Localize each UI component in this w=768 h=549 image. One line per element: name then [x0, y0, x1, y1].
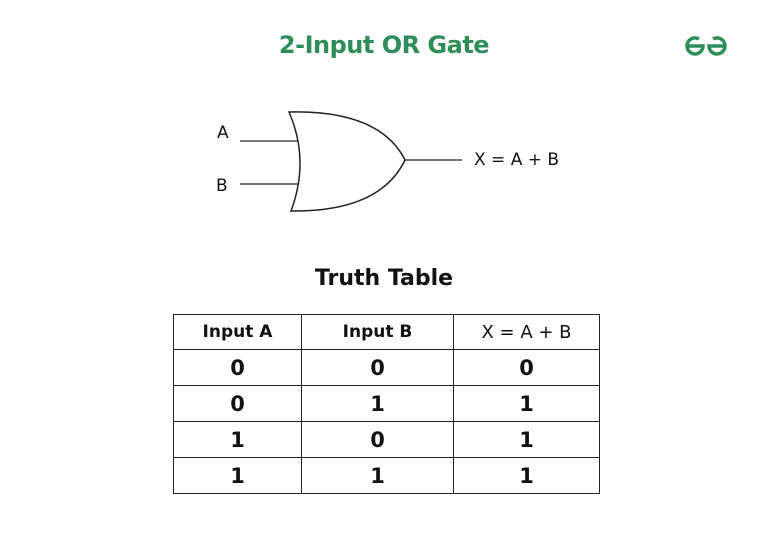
cell: 0	[301, 349, 454, 386]
table-header-row: Input A Input B X = A + B	[173, 314, 600, 350]
output-label: X = A + B	[474, 150, 560, 170]
cell: 0	[301, 421, 454, 458]
cell: 0	[173, 385, 302, 422]
input-a-label: A	[217, 123, 229, 143]
or-gate-symbol	[287, 111, 406, 212]
input-b-label: B	[216, 176, 228, 196]
truth-table-title: Truth Table	[314, 266, 454, 291]
header-output: X = A + B	[453, 314, 600, 350]
cell: 1	[173, 457, 302, 494]
or-gate-diagram	[240, 111, 462, 212]
cell: 1	[173, 421, 302, 458]
cell: 1	[453, 457, 600, 494]
cell: 1	[301, 457, 454, 494]
cell: 0	[173, 349, 302, 386]
header-input-b: Input B	[301, 314, 454, 350]
cell: 1	[301, 385, 454, 422]
page-title: 2-Input OR Gate	[278, 31, 490, 59]
cell: 1	[453, 385, 600, 422]
cell: 1	[453, 421, 600, 458]
header-input-a: Input A	[173, 314, 302, 350]
gfg-logo-icon	[685, 36, 727, 56]
cell: 0	[453, 349, 600, 386]
